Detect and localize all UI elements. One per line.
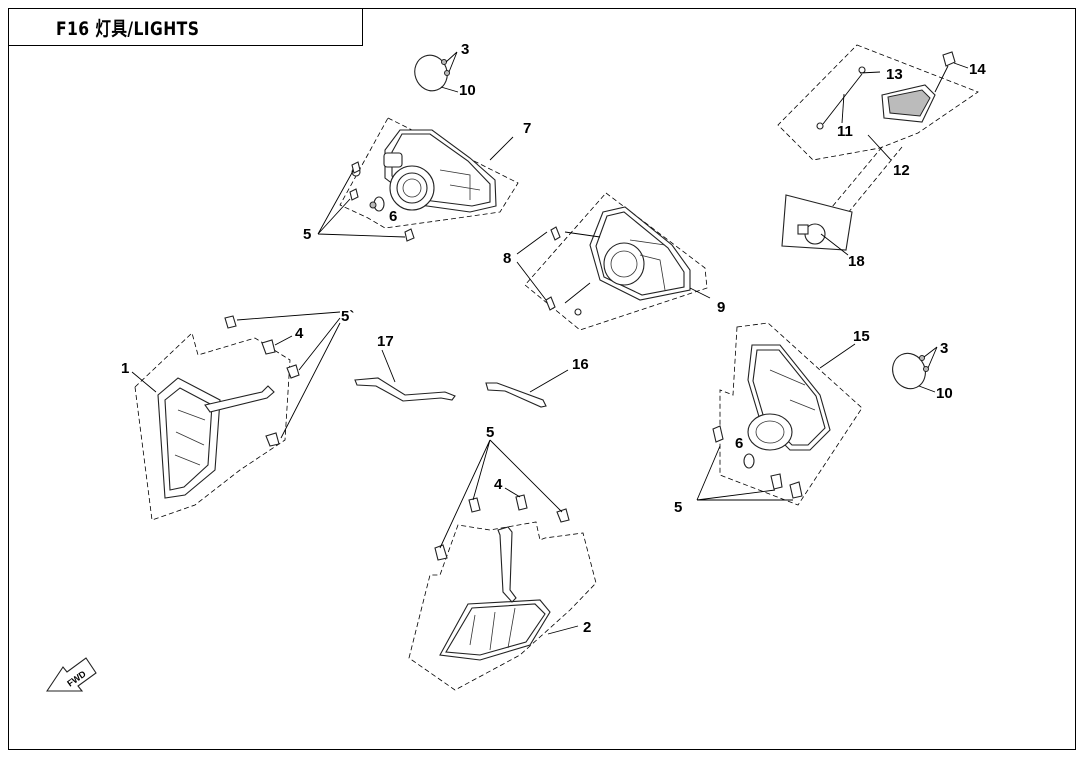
callout-10a: 10 [459,82,476,99]
page-title: F16 灯具/LIGHTS [56,18,200,40]
title-block: F16 灯具/LIGHTS [8,8,363,46]
callout-12: 12 [893,162,910,179]
reflector-right [892,346,938,393]
callout-6b: 6 [735,435,743,452]
callout-13: 13 [886,66,903,83]
license-light-assembly [777,44,979,256]
bracket-16 [485,369,569,408]
callout-3a: 3 [461,41,469,58]
callout-8: 8 [503,250,511,267]
screw-8 [545,226,582,316]
screw-5-prime [224,315,300,447]
bulb-6b [743,453,755,469]
callout-5c: 5 [674,499,682,516]
screw-5 [349,161,415,242]
headlight-assembly-7 [339,117,519,242]
forward-direction-arrow: FWD [45,657,97,692]
callout-3b: 3 [940,340,948,357]
callout-5-prime: 5` [341,308,354,325]
side-light-assembly-2 [408,439,597,691]
headlight-assembly-9 [516,192,711,331]
callout-10b: 10 [936,385,953,402]
screw-5d [434,497,570,561]
screw-5c [712,425,803,499]
tail-light-assembly-15 [696,322,863,506]
callout-4b: 4 [494,476,503,493]
side-light-assembly-1 [131,311,341,521]
callout-6a: 6 [389,208,397,225]
reflector-top-left [414,51,459,93]
callout-2: 2 [583,619,591,636]
callout-9: 9 [717,299,725,316]
screw-4 [261,339,276,355]
callout-1: 1 [121,360,129,377]
drawing-frame [8,8,1076,750]
callout-18: 18 [848,253,865,270]
callout-4a: 4 [295,325,304,342]
screw-4b [515,494,528,511]
callout-16: 16 [572,356,589,373]
callout-7: 7 [523,120,531,137]
callout-5d: 5 [486,424,494,441]
callout-17: 17 [377,333,394,350]
callout-11: 11 [837,123,853,140]
callout-5a: 5 [303,226,311,243]
bracket-17 [354,349,456,402]
callout-14: 14 [969,61,986,78]
callout-15: 15 [853,328,870,345]
